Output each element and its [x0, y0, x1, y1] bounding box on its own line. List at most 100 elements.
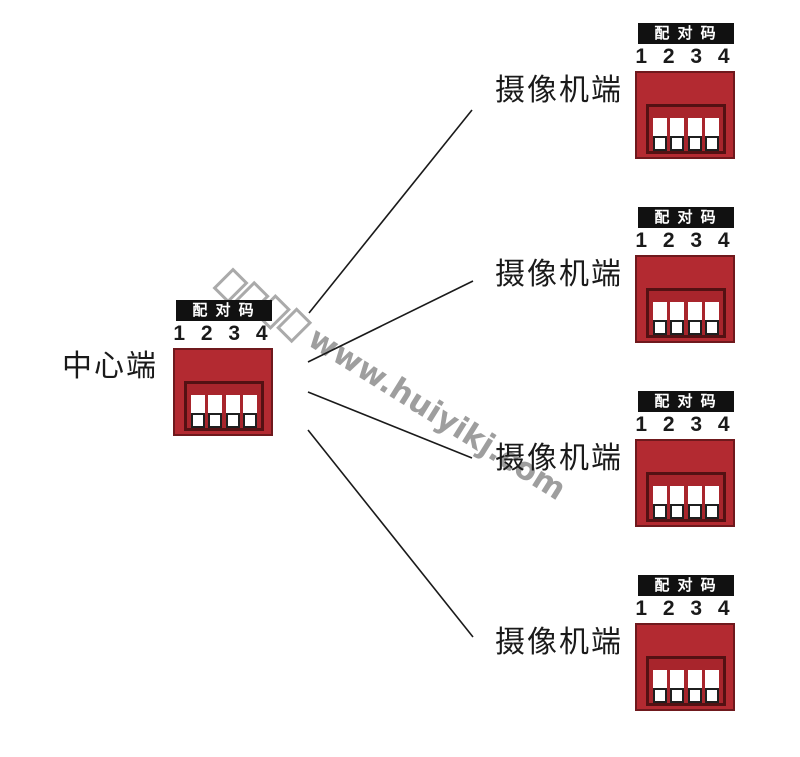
camera-unit-3: 摄像机端 配 对 码 1 2 3 4: [495, 391, 735, 541]
camera-unit-label: 摄像机端: [495, 74, 623, 107]
pairing-code-label: 配 对 码: [638, 575, 734, 596]
dip-switch-1: [652, 670, 667, 703]
connection-line-1: [308, 109, 473, 314]
dip-number-labels: 1 2 3 4: [635, 597, 735, 620]
dip-switch-body: [635, 439, 735, 527]
switch-slot: [670, 118, 685, 136]
camera-unit-1: 摄像机端 配 对 码 1 2 3 4: [495, 23, 735, 173]
dip-switch-2: [208, 395, 223, 428]
dip-switch-slots: [646, 104, 726, 154]
camera-dip-switch: 配 对 码 1 2 3 4: [635, 391, 735, 527]
connection-line-2: [307, 280, 474, 363]
dip-switch-body: [173, 348, 273, 436]
dip-switch-slots: [646, 656, 726, 706]
switch-slider: [190, 413, 205, 428]
dip-switch-3: [225, 395, 240, 428]
switch-slider: [652, 320, 667, 335]
switch-slider: [670, 504, 685, 519]
dip-switch-3: [687, 302, 702, 335]
dip-switch-slots: [646, 472, 726, 522]
switch-slot: [652, 302, 667, 320]
switch-slot: [652, 486, 667, 504]
switch-slot: [652, 670, 667, 688]
switch-slider: [705, 688, 720, 703]
switch-slot: [670, 486, 685, 504]
switch-slider: [705, 136, 720, 151]
switch-slider: [670, 320, 685, 335]
switch-slot: [225, 395, 240, 413]
switch-slot: [670, 670, 685, 688]
dip-switch-3: [687, 118, 702, 151]
switch-slider: [243, 413, 258, 428]
camera-unit-label: 摄像机端: [495, 626, 623, 659]
dip-switch-4: [705, 670, 720, 703]
switch-slider: [652, 504, 667, 519]
dip-switch-4: [705, 486, 720, 519]
dip-number-labels: 1 2 3 4: [635, 45, 735, 68]
dip-switch-2: [670, 670, 685, 703]
switch-slot: [687, 670, 702, 688]
switch-slider: [687, 504, 702, 519]
center-unit-label: 中心端: [62, 350, 158, 383]
camera-dip-switch: 配 对 码 1 2 3 4: [635, 207, 735, 343]
pairing-code-label: 配 对 码: [638, 23, 734, 44]
switch-slot: [687, 302, 702, 320]
dip-switch-body: [635, 255, 735, 343]
camera-dip-switch: 配 对 码 1 2 3 4: [635, 575, 735, 711]
watermark-glyph-box: [276, 306, 313, 343]
dip-switch-3: [687, 670, 702, 703]
pairing-code-label: 配 对 码: [638, 391, 734, 412]
dip-switch-1: [652, 118, 667, 151]
dip-switch-body: [635, 623, 735, 711]
switch-slider: [652, 688, 667, 703]
switch-slot: [652, 118, 667, 136]
dip-number-labels: 1 2 3 4: [635, 229, 735, 252]
dip-switch-slots: [646, 288, 726, 338]
dip-switch-4: [243, 395, 258, 428]
dip-switch-2: [670, 486, 685, 519]
switch-slot: [190, 395, 205, 413]
switch-slider: [670, 136, 685, 151]
dip-switch-2: [670, 118, 685, 151]
switch-slider: [687, 320, 702, 335]
pairing-code-label: 配 对 码: [638, 207, 734, 228]
dip-number-labels: 1 2 3 4: [635, 413, 735, 436]
switch-slot: [705, 302, 720, 320]
camera-unit-4: 摄像机端 配 对 码 1 2 3 4: [495, 575, 735, 725]
watermark-glyph-box: [212, 267, 249, 304]
switch-slot: [705, 670, 720, 688]
dip-switch-1: [190, 395, 205, 428]
switch-slider: [705, 504, 720, 519]
dip-switch-3: [687, 486, 702, 519]
dip-switch-1: [652, 486, 667, 519]
switch-slot: [687, 118, 702, 136]
switch-slider: [687, 136, 702, 151]
dip-number-labels: 1 2 3 4: [173, 322, 273, 345]
switch-slot: [243, 395, 258, 413]
dip-switch-slots: [184, 381, 264, 431]
switch-slider: [225, 413, 240, 428]
camera-unit-label: 摄像机端: [495, 442, 623, 475]
pairing-code-label: 配 对 码: [176, 300, 272, 321]
switch-slider: [670, 688, 685, 703]
switch-slot: [705, 486, 720, 504]
switch-slot: [670, 302, 685, 320]
switch-slider: [652, 136, 667, 151]
switch-slot: [208, 395, 223, 413]
switch-slider: [705, 320, 720, 335]
switch-slot: [705, 118, 720, 136]
switch-slot: [687, 486, 702, 504]
camera-dip-switch: 配 对 码 1 2 3 4: [635, 23, 735, 159]
switch-slider: [687, 688, 702, 703]
center-dip-switch: 配 对 码 1 2 3 4: [173, 300, 273, 436]
dip-switch-1: [652, 302, 667, 335]
dip-switch-4: [705, 302, 720, 335]
connection-line-3: [307, 391, 473, 459]
switch-slider: [208, 413, 223, 428]
connection-line-4: [307, 429, 474, 638]
dip-switch-body: [635, 71, 735, 159]
camera-unit-label: 摄像机端: [495, 258, 623, 291]
dip-switch-2: [670, 302, 685, 335]
dip-switch-4: [705, 118, 720, 151]
